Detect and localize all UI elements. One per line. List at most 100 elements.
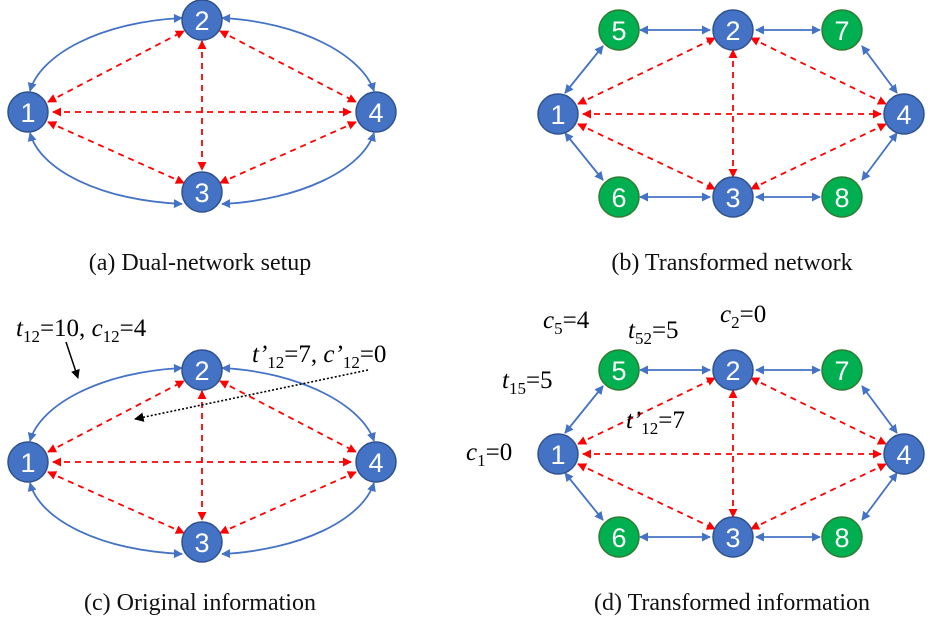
solid-edge-7-4 — [861, 45, 898, 94]
dashed-edge-1-3 — [577, 463, 716, 530]
svg-text:3: 3 — [194, 528, 209, 558]
node-4: 4 — [883, 433, 925, 475]
svg-text:4: 4 — [896, 440, 911, 470]
svg-text:2: 2 — [194, 356, 209, 386]
svg-text:7: 7 — [834, 16, 849, 46]
svg-text:3: 3 — [725, 183, 740, 213]
dashed-edge-2-4 — [219, 380, 357, 453]
solid-edge-4-3 — [221, 132, 376, 209]
dashed-edges-c — [47, 380, 357, 534]
node-8: 8 — [821, 176, 863, 218]
svg-text:2: 2 — [725, 356, 740, 386]
node-6: 6 — [598, 176, 640, 218]
label-tp12-cp12: t’12=7, c’12=0 — [252, 341, 386, 372]
node-2: 2 — [181, 349, 223, 391]
solid-edge-2-4 — [221, 363, 376, 442]
node-6: 6 — [598, 516, 640, 558]
label-t12-c12: t12=10, c12=4 — [16, 315, 147, 346]
node-4: 4 — [355, 441, 397, 483]
svg-text:3: 3 — [725, 523, 740, 553]
dashed-edge-3-4 — [750, 463, 887, 530]
solid-edge-2-1 — [27, 363, 183, 442]
svg-text:1: 1 — [550, 100, 565, 130]
dashed-edges-a — [47, 30, 357, 184]
solid-edge-8-4 — [861, 472, 898, 521]
node-8: 8 — [821, 516, 863, 558]
svg-text:1: 1 — [550, 440, 565, 470]
node-3: 3 — [181, 171, 223, 213]
svg-text:4: 4 — [368, 98, 383, 128]
caption-a: (a) Dual-network setup — [89, 250, 312, 276]
svg-text:7: 7 — [834, 356, 849, 386]
node-2: 2 — [712, 349, 754, 391]
node-1: 1 — [537, 433, 579, 475]
caption-c: (c) Original information — [84, 590, 316, 616]
svg-text:4: 4 — [896, 100, 911, 130]
caption-b: (b) Transformed network — [611, 250, 852, 276]
node-5: 5 — [598, 9, 640, 51]
node-4: 4 — [883, 93, 925, 135]
dashed-edge-3-4 — [219, 121, 357, 184]
dashed-edge-3-4 — [750, 123, 887, 190]
dashed-edge-1-3 — [47, 121, 185, 184]
node-3: 3 — [712, 516, 754, 558]
svg-text:5: 5 — [611, 356, 626, 386]
dashed-edges-d — [577, 377, 887, 530]
svg-text:8: 8 — [834, 183, 849, 213]
dashed-edge-1-2 — [47, 380, 185, 453]
label-t15: t15=5 — [502, 367, 553, 398]
node-3: 3 — [181, 521, 223, 563]
dashed-edge-1-2 — [577, 37, 716, 105]
pointer-arrow-solid-edge — [65, 341, 80, 379]
node-1: 1 — [537, 93, 579, 135]
dashed-edge-1-3 — [47, 471, 185, 534]
solid-edge-2-1 — [27, 13, 183, 92]
dashed-edge-2-4 — [750, 37, 887, 105]
label-tp12: t’12=7 — [626, 407, 685, 438]
solid-edge-1-6 — [564, 472, 604, 521]
node-2: 2 — [181, 0, 223, 41]
solid-edge-1-3 — [27, 482, 183, 559]
dashed-edge-1-2 — [47, 30, 185, 103]
solid-edge-2-4 — [221, 13, 376, 92]
caption-d: (d) Transformed information — [594, 590, 870, 616]
label-c2: c2=0 — [720, 301, 766, 332]
node-1: 1 — [7, 441, 49, 483]
node-7: 7 — [821, 349, 863, 391]
svg-text:6: 6 — [611, 523, 626, 553]
dashed-edge-3-4 — [219, 471, 357, 534]
svg-text:3: 3 — [194, 178, 209, 208]
node-4: 4 — [355, 91, 397, 133]
solid-edge-4-3 — [221, 482, 376, 559]
svg-text:1: 1 — [20, 448, 35, 478]
node-2: 2 — [712, 9, 754, 51]
dashed-edge-2-4 — [750, 377, 887, 445]
node-1: 1 — [7, 91, 49, 133]
panel-d: 5 7 6 8 1 2 3 4 c5=4 t52=5 c2=0 t15=5 t’… — [466, 301, 925, 616]
solid-edge-8-4 — [861, 132, 898, 181]
solid-edge-1-5 — [564, 385, 604, 434]
node-7: 7 — [821, 9, 863, 51]
label-c1: c1=0 — [466, 439, 512, 470]
dashed-edge-1-3 — [577, 123, 716, 190]
svg-text:2: 2 — [194, 6, 209, 36]
label-t52: t52=5 — [628, 317, 679, 348]
panel-a: 1 2 3 4 (a) Dual-network setup — [7, 0, 397, 276]
pointer-arrow-dashed-edge — [134, 369, 369, 422]
solid-edge-7-4 — [861, 385, 898, 434]
svg-text:2: 2 — [725, 16, 740, 46]
dashed-edge-2-4 — [219, 30, 357, 103]
dashed-edge-1-2 — [577, 377, 716, 445]
svg-text:8: 8 — [834, 523, 849, 553]
solid-edge-1-5 — [564, 45, 604, 94]
svg-text:4: 4 — [368, 448, 383, 478]
solid-edge-1-3 — [27, 132, 183, 209]
svg-text:1: 1 — [20, 98, 35, 128]
node-5: 5 — [598, 349, 640, 391]
svg-text:5: 5 — [611, 16, 626, 46]
label-c5: c5=4 — [543, 307, 590, 338]
panel-b: 5 7 6 8 1 2 3 4 (b) Transformed network — [537, 9, 925, 276]
node-3: 3 — [712, 176, 754, 218]
dashed-edges-b — [577, 37, 887, 190]
